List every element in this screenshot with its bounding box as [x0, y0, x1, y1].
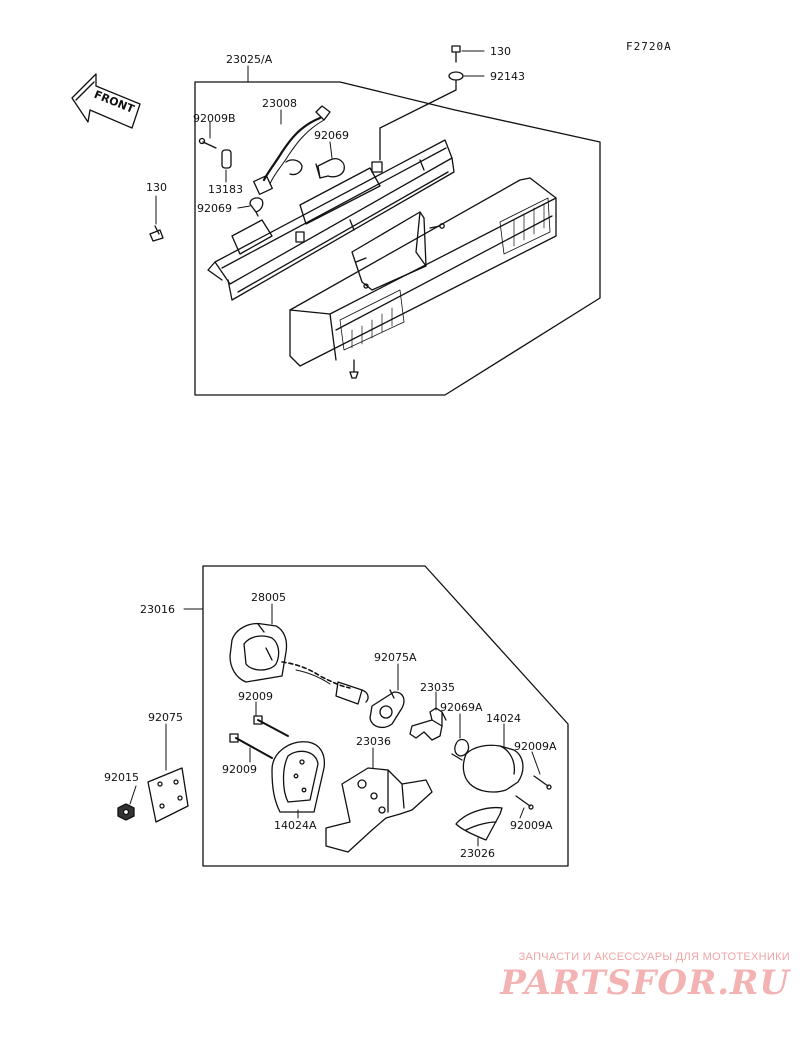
part-label-92009a-upper: 92009A [514, 740, 557, 753]
part-label-92009b: 92009B [193, 112, 236, 125]
tail-lamp-lens [289, 177, 557, 367]
holder-92075a [369, 689, 405, 729]
assembly-frame-top [194, 81, 601, 396]
screw-lens-bottom [349, 359, 359, 379]
part-label-23008: 23008 [262, 97, 297, 110]
part-label-23035: 23035 [420, 681, 455, 694]
screw-bracket [429, 223, 445, 229]
screw-92009b [198, 137, 217, 149]
bolt-130-top [451, 45, 461, 63]
part-label-23036: 23036 [356, 735, 391, 748]
leader-lines-top [155, 50, 485, 225]
socket-wire-harness [253, 105, 331, 195]
bolt-130-left [149, 225, 164, 242]
part-label-92009-a: 92009 [238, 690, 273, 703]
lamp-base-28005 [229, 622, 288, 683]
part-label-130-left: 130 [146, 181, 167, 194]
part-label-92075: 92075 [148, 711, 183, 724]
watermark-tagline: ЗАПЧАСТИ И АКСЕССУАРЫ ДЛЯ МОТОТЕХНИКИ [518, 951, 790, 963]
nut-92015 [117, 803, 135, 821]
lens-14024 [462, 744, 524, 793]
watermark-site[interactable]: PARTSFOR.RU [500, 963, 790, 1003]
part-label-14024: 14024 [486, 712, 521, 725]
diagram-code: F2720A [626, 40, 672, 53]
seal-13183 [221, 149, 232, 169]
washer-92143 [379, 71, 464, 161]
part-label-14024a: 14024A [274, 819, 317, 832]
plate-92075 [147, 767, 189, 823]
part-label-28005: 28005 [251, 591, 286, 604]
assembly-frame-bottom [202, 565, 569, 867]
part-label-92015: 92015 [104, 771, 139, 784]
part-label-92069a: 92069A [440, 701, 483, 714]
tail-lamp-housing [207, 139, 455, 301]
part-label-92069-left: 92069 [197, 202, 232, 215]
screw-92009a-lower [515, 795, 534, 810]
part-label-92143: 92143 [490, 70, 525, 83]
front-arrow-icon [71, 73, 141, 129]
part-label-92009-b: 92009 [222, 763, 257, 776]
wire-socket-harness [281, 661, 369, 705]
part-label-130-top: 130 [490, 45, 511, 58]
bulb-top [315, 158, 345, 179]
part-label-92075a: 92075A [374, 651, 417, 664]
screw-92009-upper [253, 715, 289, 737]
screw-92009a-upper [533, 775, 552, 790]
part-label-23026: 23026 [460, 847, 495, 860]
leader-lines-bottom [129, 603, 541, 847]
shade-23026 [455, 806, 503, 841]
bulb-left [249, 197, 264, 217]
part-label-23016: 23016 [140, 603, 175, 616]
bulb-92069a [451, 738, 470, 761]
housing-14024a [271, 741, 326, 813]
lamp-bracket [351, 211, 427, 291]
part-label-13183: 13183 [208, 183, 243, 196]
bracket-23036 [325, 767, 433, 853]
part-label-92009a-lower: 92009A [510, 819, 553, 832]
part-label-92069-top: 92069 [314, 129, 349, 142]
part-label-23025a: 23025/A [226, 53, 273, 66]
screw-92009-lower [229, 733, 273, 759]
